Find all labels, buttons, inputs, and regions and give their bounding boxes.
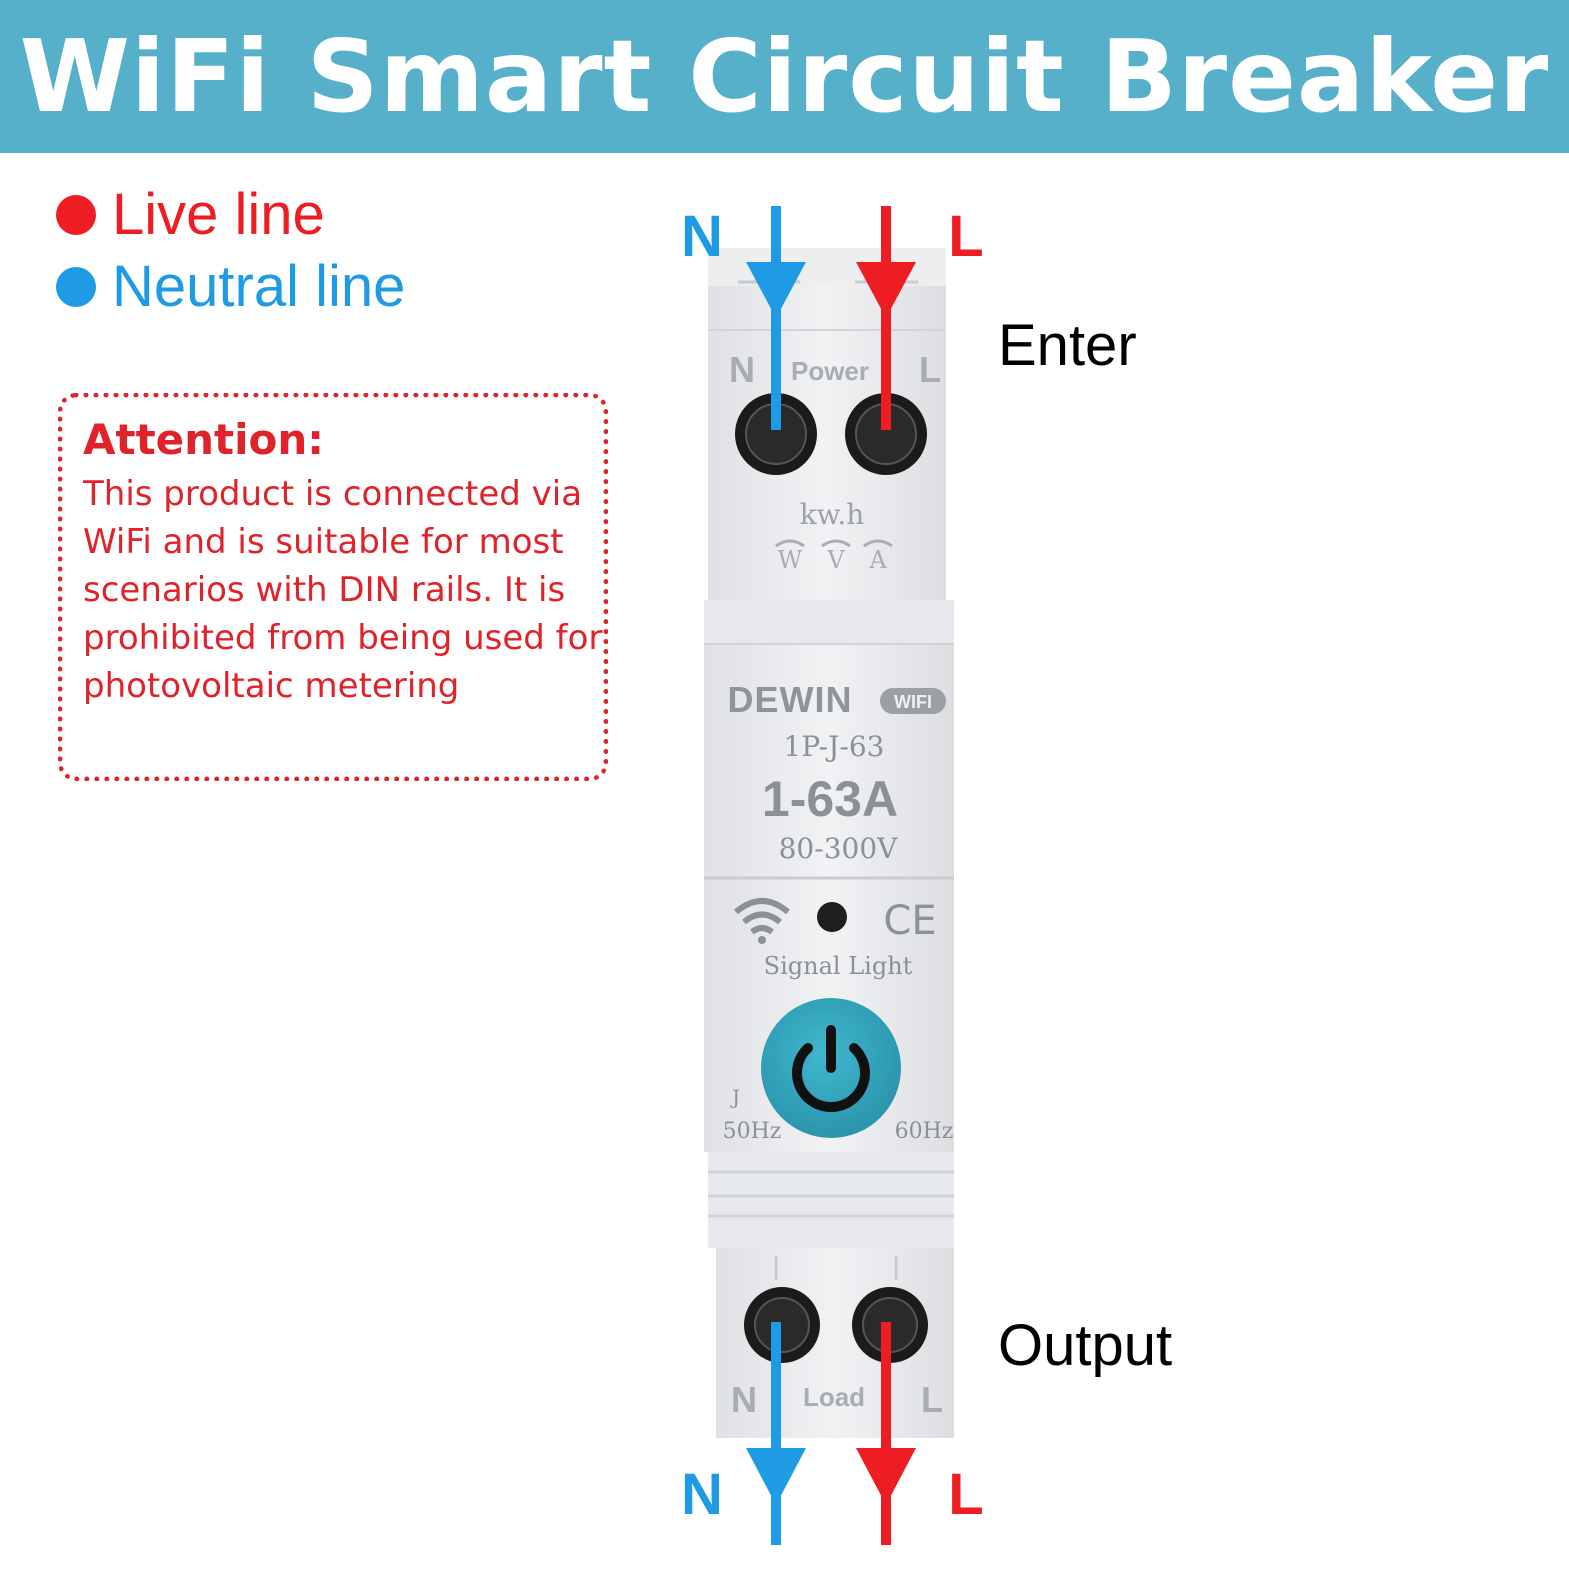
- voltage-rating: 80-300V: [779, 832, 899, 865]
- unit-a: A: [868, 546, 887, 574]
- power-n-mark: N: [729, 349, 755, 390]
- enter-label: Enter: [998, 313, 1137, 378]
- a-arc-icon: [863, 539, 893, 548]
- attention-body: This product is connected via WiFi and i…: [83, 474, 603, 707]
- power-icon: [792, 1043, 870, 1113]
- load-label: Load: [803, 1382, 865, 1412]
- din-rail-clip: [708, 1152, 954, 1248]
- power-button[interactable]: [761, 998, 901, 1138]
- w-arc-icon: [775, 539, 805, 548]
- kwh-mark: kw.h: [800, 498, 865, 531]
- signal-light-label: Signal Light: [764, 952, 913, 980]
- red-dot-icon: [56, 195, 96, 235]
- signal-light-indicator: [817, 902, 847, 932]
- bottom-terminal-block: N Load L: [716, 1248, 954, 1438]
- body-top-band: [704, 600, 954, 644]
- page-title: WiFi Smart Circuit Breaker: [19, 18, 1550, 135]
- neutral-input-arrow-icon: [746, 262, 806, 318]
- neutral-output-wire: [746, 1322, 806, 1545]
- freq-60hz: 60Hz: [895, 1119, 954, 1144]
- legend-neutral-line: Neutral line: [56, 258, 405, 316]
- unit-w: W: [778, 546, 803, 574]
- load-l-mark: L: [921, 1379, 943, 1420]
- legend-live-label: Live line: [112, 182, 325, 247]
- neutral-input-wire: [746, 206, 806, 430]
- output-label: Output: [998, 1313, 1173, 1378]
- bottom-live-letter: L: [948, 1462, 983, 1527]
- live-input-wire: [856, 206, 916, 430]
- brand-name: DEWIN: [728, 679, 853, 720]
- neutral-output-screw-head: [754, 1297, 810, 1353]
- freq-50hz: 50Hz: [723, 1119, 782, 1144]
- top-live-letter: L: [948, 204, 983, 269]
- wifi-badge-label: WIFI: [894, 692, 932, 712]
- header-banner: WiFi Smart Circuit Breaker: [0, 0, 1569, 153]
- j-mark: J: [730, 1085, 740, 1109]
- v-arc-icon: [821, 539, 851, 548]
- live-output-wire: [856, 1322, 916, 1545]
- wifi-signal-icon: [734, 898, 790, 944]
- attention-title: Attention:: [83, 415, 325, 464]
- live-input-arrow-icon: [856, 262, 916, 318]
- power-l-mark: L: [919, 349, 941, 390]
- blue-dot-icon: [56, 267, 96, 307]
- ce-mark: CE: [883, 898, 936, 944]
- main-body: DEWIN WIFI 1P-J-63 1-63A 80-300V CE Sign…: [704, 600, 954, 1248]
- top-neutral-letter: N: [681, 204, 723, 269]
- neutral-output-arrow-icon: [746, 1448, 806, 1505]
- wifi-badge: [880, 688, 946, 714]
- load-n-mark: N: [731, 1379, 757, 1420]
- current-rating: 1-63A: [762, 771, 898, 827]
- model-number: 1P-J-63: [784, 730, 885, 763]
- bottom-neutral-letter: N: [681, 1462, 723, 1527]
- legend-neutral-label: Neutral line: [112, 254, 406, 319]
- power-label: Power: [791, 356, 869, 386]
- live-output-arrow-icon: [856, 1448, 916, 1505]
- unit-v: V: [826, 546, 845, 574]
- top-terminal-block: N Power L kw.h W V A: [708, 248, 946, 600]
- legend-live-line: Live line: [56, 186, 325, 244]
- attention-box: Attention: This product is connected via…: [58, 393, 608, 781]
